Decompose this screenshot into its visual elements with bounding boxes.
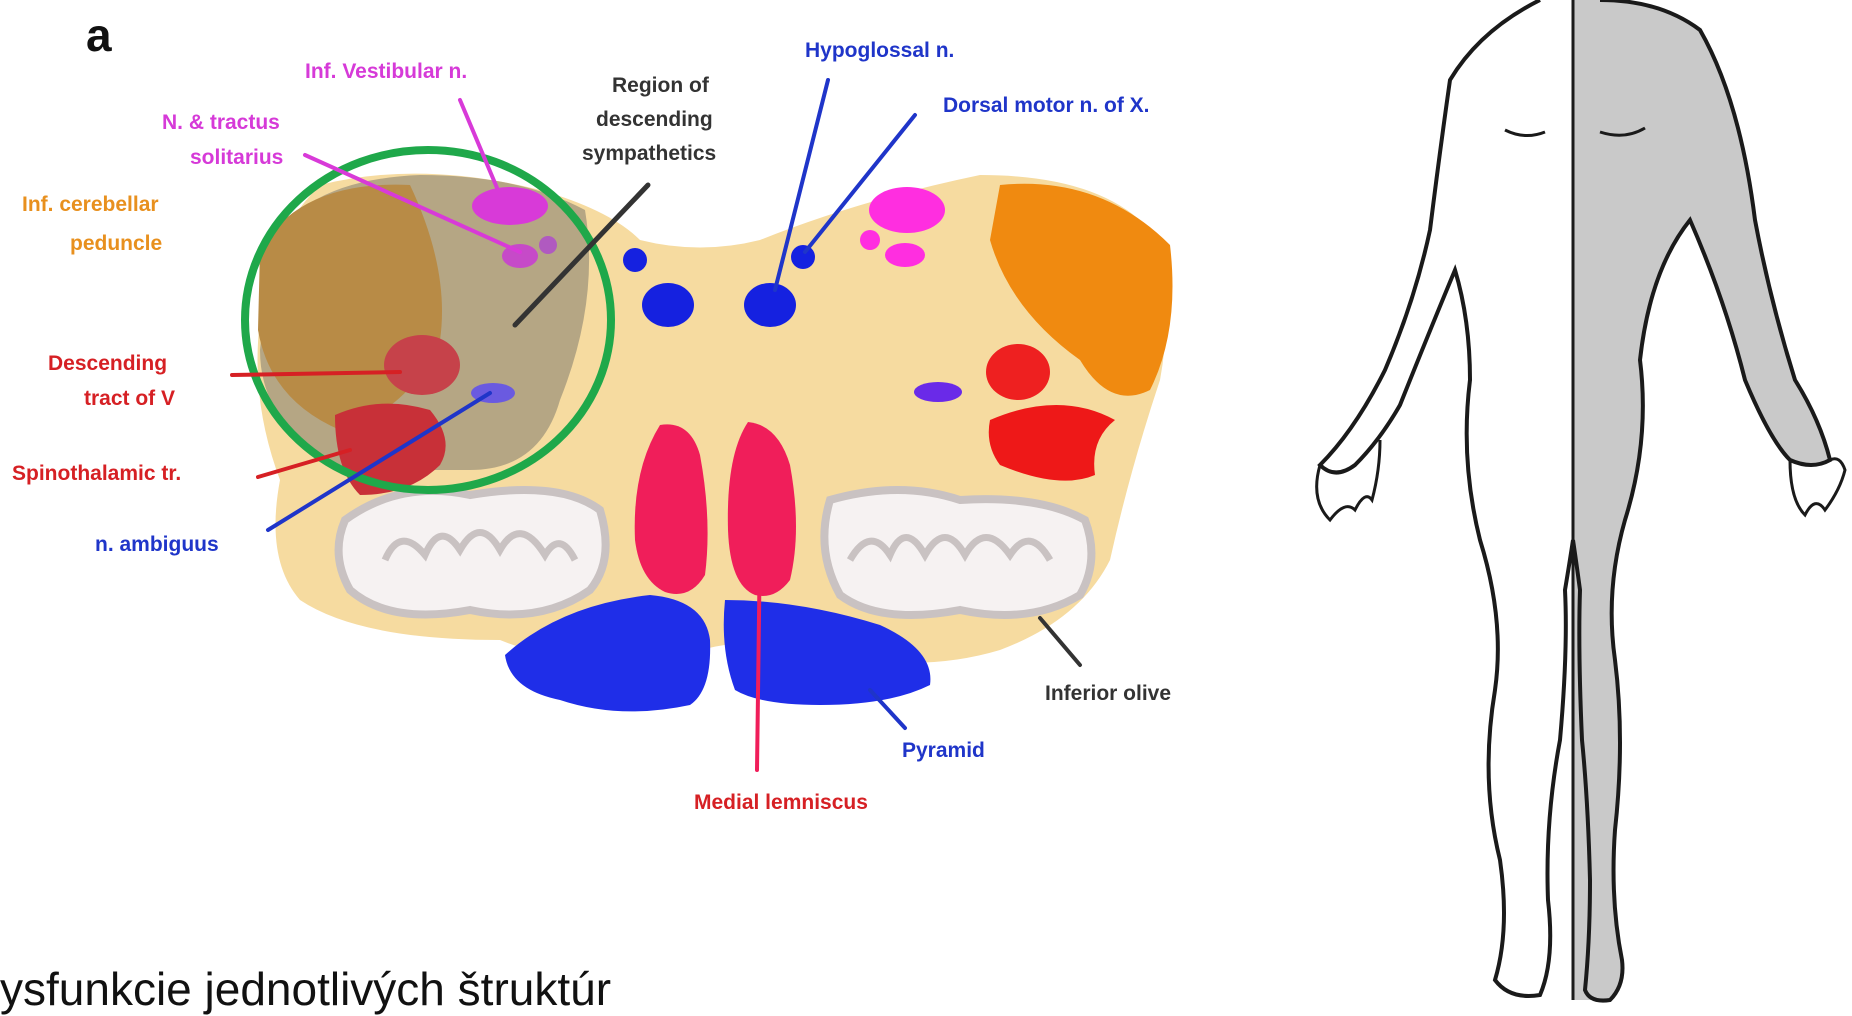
label-inferior-olive: Inferior olive (1045, 682, 1171, 705)
label-medial-lemniscus: Medial lemniscus (694, 791, 868, 814)
left-hypoglossal-nucleus (642, 283, 694, 327)
label-inf-cerebellar-line2: peduncle (70, 232, 162, 255)
body-shaded-half (1573, 0, 1830, 1000)
chest-detail-left (1505, 130, 1545, 136)
body-figure (1317, 0, 1845, 1001)
leader-inferior-olive (1040, 618, 1080, 665)
body-outline-left (1320, 0, 1573, 996)
panel-letter: a (86, 8, 112, 62)
label-region-line2: descending (596, 108, 713, 131)
label-descending-line1: Descending (48, 352, 167, 375)
label-region-line3: sympathetics (582, 142, 716, 165)
slide-caption: ysfunkcie jednotlivých štruktúr (0, 962, 611, 1016)
left-inferior-olive (339, 490, 606, 615)
left-dorsal-motor-x (623, 248, 647, 272)
label-region-line1: Region of (612, 74, 710, 97)
right-dorsal-motor-x (791, 245, 815, 269)
right-nucleus-ambiguus (914, 382, 962, 402)
label-ambiguus: n. ambiguus (95, 533, 219, 556)
right-vestibular-nucleus (869, 187, 945, 233)
left-vestibular-nucleus (472, 187, 548, 225)
label-dorsal-motor: Dorsal motor n. of X. (943, 94, 1150, 117)
right-inferior-olive (824, 490, 1091, 615)
left-solitary-tract (539, 236, 557, 254)
label-spinothalamic: Spinothalamic tr. (12, 462, 181, 485)
right-solitary-tract (860, 230, 880, 250)
right-hand (1790, 459, 1845, 515)
label-n-tractus-line2: solitarius (190, 146, 283, 169)
right-solitary-nucleus (885, 243, 925, 267)
medulla-cross-section (245, 150, 1173, 711)
right-descending-tract-v (986, 344, 1050, 400)
left-descending-tract-v (384, 335, 460, 395)
label-inf-vestibular: Inf. Vestibular n. (305, 60, 467, 83)
label-pyramid: Pyramid (902, 739, 985, 762)
left-hand (1317, 440, 1380, 520)
label-hypoglossal: Hypoglossal n. (805, 39, 954, 62)
label-descending-line2: tract of V (84, 387, 175, 410)
label-inf-cerebellar-line1: Inf. cerebellar (22, 193, 159, 216)
right-hypoglossal-nucleus (744, 283, 796, 327)
label-n-tractus-line1: N. & tractus (162, 111, 280, 134)
